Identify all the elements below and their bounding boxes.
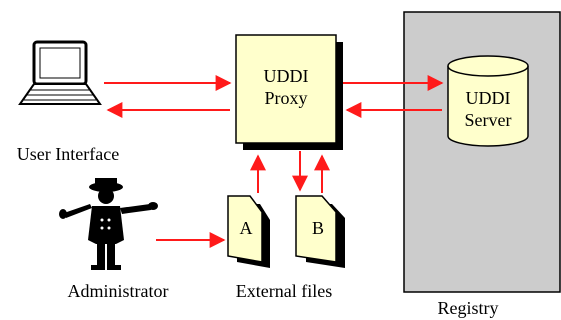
document-a-icon <box>227 195 270 268</box>
server-line2: Server <box>465 110 512 130</box>
laptop-icon <box>18 40 102 105</box>
proxy-line2: Proxy <box>264 88 307 108</box>
file-b-label: B <box>312 218 324 238</box>
document-b-icon <box>295 195 345 268</box>
user-interface-label: User Interface <box>17 144 119 164</box>
registry-label: Registry <box>438 298 499 318</box>
server-line1: UDDI <box>466 88 511 108</box>
database-cylinder-icon <box>447 55 529 147</box>
proxy-line1: UDDI <box>264 66 309 86</box>
administrator-label: Administrator <box>68 281 169 301</box>
arrows <box>104 75 444 248</box>
registry-panel <box>403 11 561 293</box>
police-officer-icon <box>59 178 158 270</box>
external-files-label: External files <box>236 281 332 301</box>
file-a-label: A <box>240 218 253 238</box>
uddi-proxy-node <box>235 34 343 150</box>
